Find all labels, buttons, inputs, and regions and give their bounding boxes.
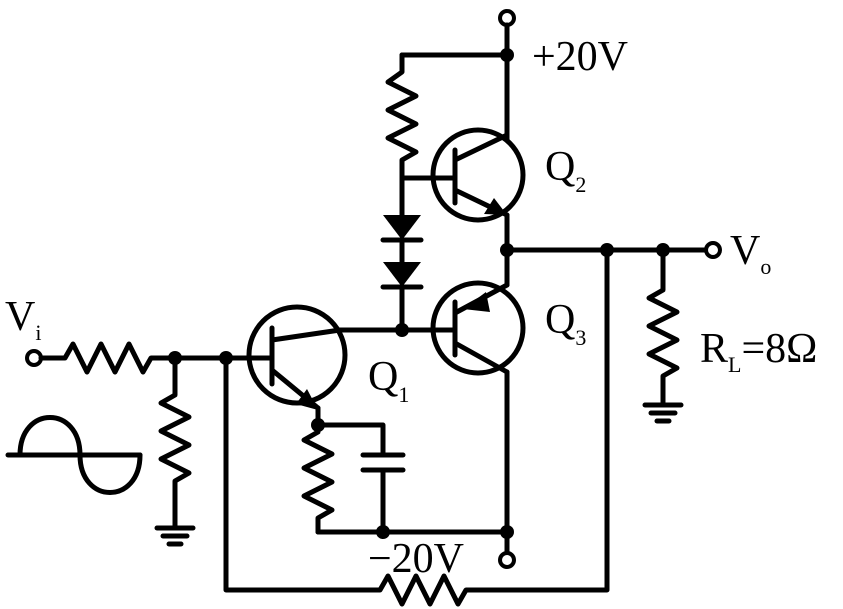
rl-label: RL=8Ω [700, 326, 817, 377]
transistor-q3: Q3 [430, 280, 586, 535]
vcc-node [500, 48, 514, 62]
load-resistor: RL=8Ω [642, 247, 817, 424]
q2-label: Q2 [545, 144, 586, 197]
q3-label: Q3 [545, 297, 586, 350]
bias-resistor [385, 52, 458, 233]
vout-label: Vo [730, 228, 771, 279]
transistor-q2: Q2 [430, 127, 586, 223]
diode-2 [383, 262, 421, 287]
diode-1 [383, 215, 421, 240]
vcc-label: +20V [532, 34, 628, 80]
vout-terminal [704, 241, 722, 259]
vin-label: Vi [5, 294, 41, 345]
vee-terminal [498, 551, 516, 569]
transistor-q1: Q1 [246, 304, 409, 411]
output: Vo [504, 228, 771, 279]
negative-supply: −20V [368, 529, 516, 582]
q1-label: Q1 [368, 354, 409, 407]
feedback-resistor [223, 247, 610, 607]
bias-diodes [380, 215, 424, 333]
sine-wave-icon [5, 415, 143, 495]
q3-base-node [395, 323, 409, 337]
input: Vi [5, 294, 275, 547]
positive-supply: +20V [399, 9, 628, 143]
emitter-network [301, 405, 514, 539]
